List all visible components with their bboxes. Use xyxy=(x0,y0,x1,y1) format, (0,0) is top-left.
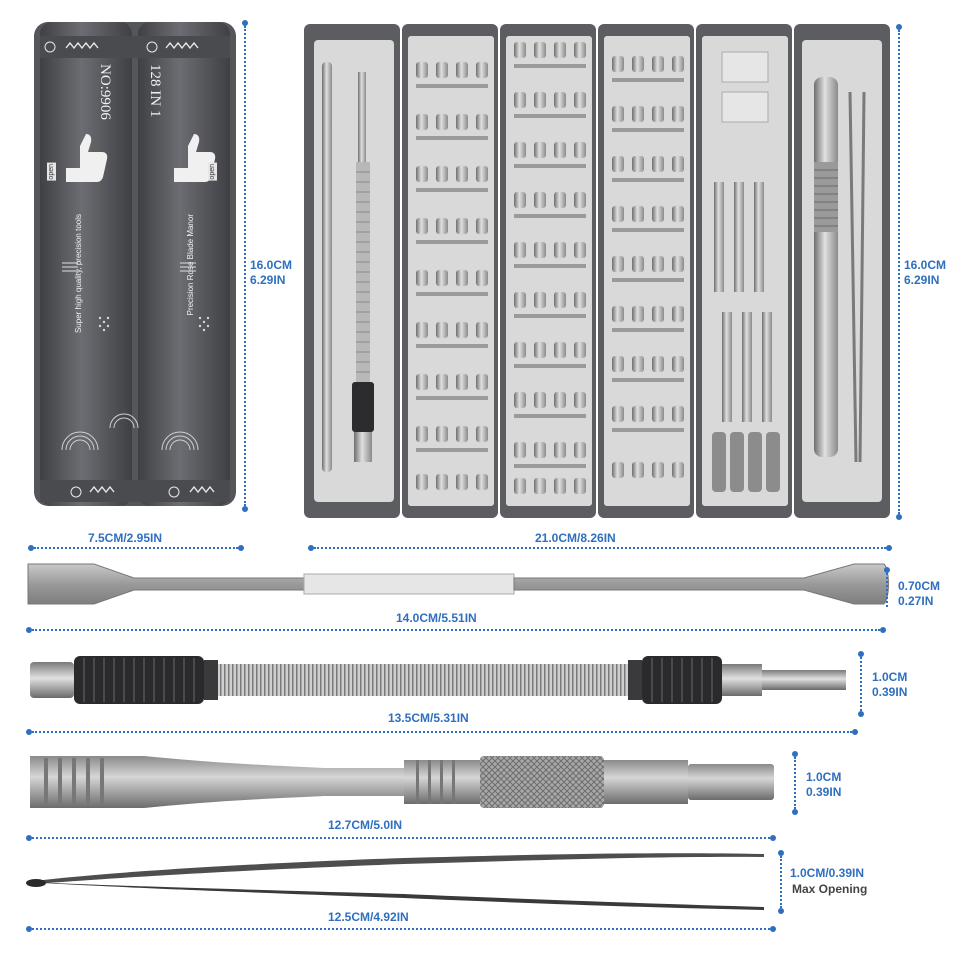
closed-case-image: NO:9906 128 IN 1 Super high quality, pre… xyxy=(30,18,240,510)
dim-line-horizontal xyxy=(32,731,852,733)
dim-dot xyxy=(896,24,902,30)
tweezer-opening-note: Max Opening xyxy=(792,882,868,896)
handle-tool xyxy=(24,752,784,812)
tweezers-tool xyxy=(24,848,774,914)
dim-line-vertical xyxy=(794,757,796,809)
dim-line-horizontal xyxy=(32,629,880,631)
dim-dot xyxy=(308,545,314,551)
dim-line-vertical xyxy=(780,856,782,908)
handle-diameter-label: 1.0CM 0.39IN xyxy=(806,770,842,799)
dim-dot xyxy=(858,711,864,717)
closed-case-drawing xyxy=(34,22,236,506)
flex-diameter-label: 1.0CM 0.39IN xyxy=(872,670,908,699)
dim-line-horizontal xyxy=(34,547,238,549)
tweezer-length-label: 12.5CM/4.92IN xyxy=(328,910,409,924)
dim-line-vertical xyxy=(886,573,888,607)
tagline-text: Super high quality, precision tools xyxy=(74,214,83,334)
dim-dot xyxy=(858,651,864,657)
spudger-length-label: 14.0CM/5.51IN xyxy=(396,611,477,625)
dim-dot xyxy=(886,545,892,551)
dim-dot xyxy=(242,506,248,512)
dim-dot xyxy=(28,545,34,551)
dim-line-vertical xyxy=(898,30,900,514)
handle-length-label: 12.7CM/5.0IN xyxy=(328,818,403,832)
dim-dot xyxy=(880,627,886,633)
dim-line-vertical xyxy=(860,657,862,711)
case-width-open-label: 21.0CM/8.26IN xyxy=(535,531,616,545)
dim-dot xyxy=(884,567,890,573)
dim-dot xyxy=(26,835,32,841)
dim-line-horizontal xyxy=(32,837,770,839)
dim-dot xyxy=(238,545,244,551)
dim-dot xyxy=(242,20,248,26)
dim-dot xyxy=(26,729,32,735)
open-case-image xyxy=(304,22,896,522)
spudger-width-label: 0.70CM 0.27IN xyxy=(898,579,941,608)
dim-dot xyxy=(792,751,798,757)
open-case-drawing xyxy=(304,24,890,518)
dim-dot xyxy=(852,729,858,735)
dim-dot xyxy=(792,809,798,815)
dim-dot xyxy=(896,514,902,520)
dim-line-horizontal xyxy=(314,547,886,549)
spudger-tool xyxy=(24,560,894,608)
dim-dot xyxy=(778,850,784,856)
dim-dot xyxy=(778,908,784,914)
dim-dot xyxy=(26,926,32,932)
dim-line-horizontal xyxy=(32,928,770,930)
case-height-left-label: 16.0CM 6.29IN xyxy=(250,258,293,287)
dim-dot xyxy=(770,835,776,841)
case-width-closed-label: 7.5CM/2.95IN xyxy=(88,531,163,545)
model-label: NO:9906 xyxy=(97,64,113,120)
set-label: 128 IN 1 xyxy=(147,64,163,118)
open-label-left: open xyxy=(47,163,56,181)
case-height-right-label: 16.0CM 6.29IN xyxy=(904,258,947,287)
dim-dot xyxy=(770,926,776,932)
tweezer-opening-label: 1.0CM/0.39IN xyxy=(790,866,865,880)
dim-dot xyxy=(26,627,32,633)
open-label-right: open xyxy=(208,163,217,181)
flex-shaft-tool xyxy=(24,650,854,710)
brand-line-text: Precision Rose Blade Manor xyxy=(186,214,195,316)
dim-line-vertical xyxy=(244,26,246,506)
flex-length-label: 13.5CM/5.31IN xyxy=(388,711,469,725)
